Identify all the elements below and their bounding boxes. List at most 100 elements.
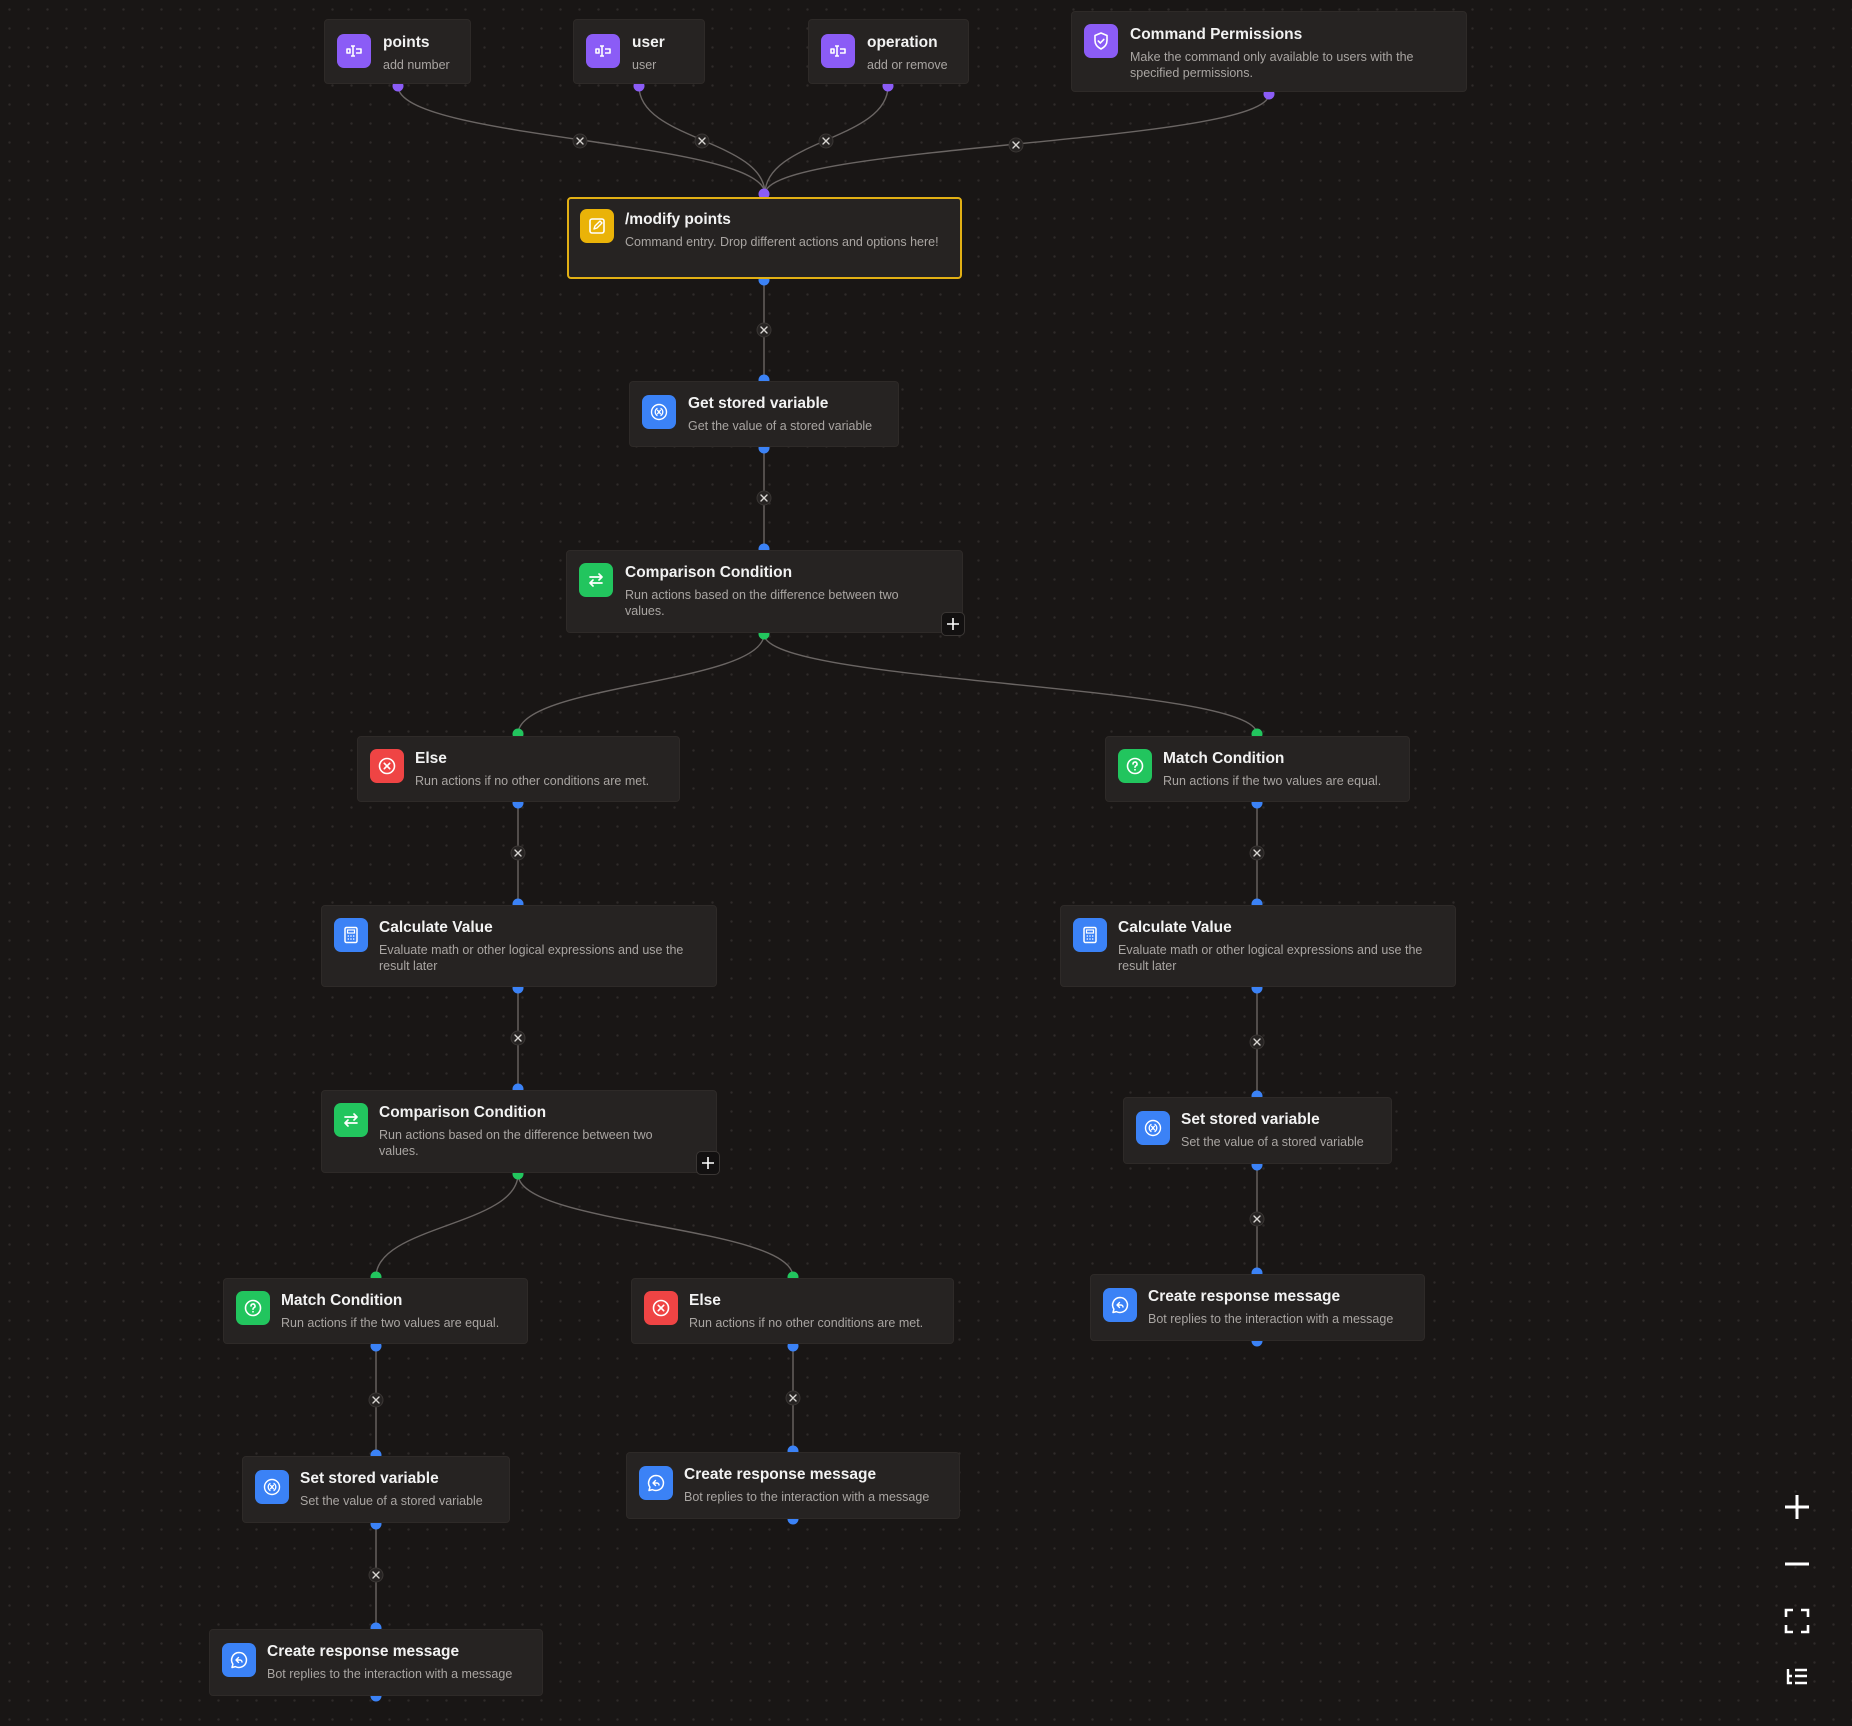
node-title: Set stored variable <box>300 1470 439 1487</box>
edge <box>763 633 1258 735</box>
create-response-message-node[interactable]: Create response message Bot replies to t… <box>209 1629 543 1696</box>
node-title: Command Permissions <box>1130 26 1303 43</box>
message-icon <box>639 1466 673 1500</box>
plus-icon <box>947 618 959 630</box>
node-description: user <box>632 58 657 72</box>
node-description: add number <box>383 58 450 72</box>
add-condition-button[interactable] <box>941 612 965 636</box>
list-tree-icon <box>1786 1668 1807 1685</box>
set-stored-variable-node[interactable]: Set stored variable Set the value of a s… <box>242 1456 510 1523</box>
node-description: Bot replies to the interaction with a me… <box>684 1490 930 1504</box>
close-icon <box>1012 141 1020 149</box>
node-title: user <box>632 34 665 51</box>
x-circle-icon <box>370 749 404 783</box>
node-title: operation <box>867 34 938 51</box>
node-description: Run actions based on the difference betw… <box>625 588 899 618</box>
edge <box>517 1173 794 1278</box>
plus-icon <box>1785 1495 1809 1519</box>
question-icon <box>236 1291 270 1325</box>
close-icon <box>372 1396 380 1404</box>
close-icon <box>760 494 768 502</box>
create-response-message-node[interactable]: Create response message Bot replies to t… <box>1090 1274 1425 1341</box>
fit-view-button[interactable] <box>1779 1603 1815 1639</box>
close-icon <box>789 1394 797 1402</box>
option-node-user[interactable]: user user <box>573 19 705 84</box>
close-icon <box>576 137 584 145</box>
close-icon <box>760 326 768 334</box>
variable-icon <box>255 1470 289 1504</box>
match-condition-node[interactable]: Match Condition Run actions if the two v… <box>1105 736 1410 802</box>
comparison-condition-node[interactable]: Comparison Condition Run actions based o… <box>321 1090 717 1173</box>
node-title: Get stored variable <box>688 395 829 412</box>
node-title: Calculate Value <box>1118 919 1232 936</box>
node-title: Comparison Condition <box>625 564 793 581</box>
node-title: Comparison Condition <box>379 1104 547 1121</box>
close-icon <box>698 137 706 145</box>
node-description: Run actions if the two values are equal. <box>1163 774 1382 788</box>
node-title: Else <box>415 750 447 767</box>
message-icon <box>1103 1288 1137 1322</box>
create-response-message-node[interactable]: Create response message Bot replies to t… <box>626 1452 960 1519</box>
command-entry-node[interactable]: /modify points Command entry. Drop diffe… <box>567 197 962 279</box>
outline-button[interactable] <box>1779 1660 1815 1696</box>
add-condition-button[interactable] <box>696 1151 720 1175</box>
minus-icon <box>1785 1562 1809 1566</box>
option-icon <box>337 34 371 68</box>
node-title: Else <box>689 1292 721 1309</box>
node-title: Create response message <box>267 1643 460 1660</box>
comparison-condition-node[interactable]: Comparison Condition Run actions based o… <box>566 550 963 633</box>
close-icon <box>372 1571 380 1579</box>
node-description: Evaluate math or other logical expressio… <box>1118 943 1423 973</box>
edit-icon <box>580 209 614 243</box>
node-title: Set stored variable <box>1181 1111 1320 1128</box>
node-description: add or remove <box>867 58 948 72</box>
message-icon <box>222 1643 256 1677</box>
option-node-operation[interactable]: operation add or remove <box>808 19 969 84</box>
node-title: points <box>383 34 430 51</box>
option-icon <box>586 34 620 68</box>
edge <box>375 1173 519 1278</box>
match-condition-node[interactable]: Match Condition Run actions if the two v… <box>223 1278 528 1344</box>
node-description: Run actions based on the difference betw… <box>379 1128 653 1158</box>
node-description: Run actions if the two values are equal. <box>281 1316 500 1330</box>
node-description: Evaluate math or other logical expressio… <box>379 943 684 973</box>
node-description: Command entry. Drop different actions an… <box>625 235 939 249</box>
swap-arrows-icon <box>334 1103 368 1137</box>
close-icon <box>1253 1038 1261 1046</box>
else-node[interactable]: Else Run actions if no other conditions … <box>357 736 680 802</box>
fullscreen-icon <box>1784 1608 1810 1634</box>
shield-icon <box>1084 24 1118 58</box>
zoom-in-button[interactable] <box>1779 1489 1815 1525</box>
node-title: Calculate Value <box>379 919 493 936</box>
node-description: Run actions if no other conditions are m… <box>689 1316 924 1330</box>
node-title: Create response message <box>1148 1288 1341 1305</box>
close-icon <box>1253 849 1261 857</box>
set-stored-variable-node[interactable]: Set stored variable Set the value of a s… <box>1123 1097 1392 1164</box>
edge <box>517 633 765 735</box>
close-icon <box>1253 1215 1261 1223</box>
node-description: Bot replies to the interaction with a me… <box>1148 1312 1394 1326</box>
plus-icon <box>702 1157 714 1169</box>
command-permissions-node[interactable]: Command Permissions Make the command onl… <box>1071 11 1467 92</box>
node-title: Match Condition <box>1163 750 1285 767</box>
node-description: Bot replies to the interaction with a me… <box>267 1667 513 1681</box>
close-icon <box>514 1034 522 1042</box>
close-icon <box>514 849 522 857</box>
option-icon <box>821 34 855 68</box>
calculate-value-node[interactable]: Calculate Value Evaluate math or other l… <box>321 905 717 987</box>
get-stored-variable-node[interactable]: Get stored variable Get the value of a s… <box>629 381 899 447</box>
swap-arrows-icon <box>579 563 613 597</box>
variable-icon <box>642 395 676 429</box>
calculator-icon <box>1073 918 1107 952</box>
node-title: /modify points <box>625 211 731 228</box>
variable-icon <box>1136 1111 1170 1145</box>
node-description: Make the command only available to users… <box>1130 50 1414 80</box>
option-node-points[interactable]: points add number <box>324 19 471 84</box>
calculator-icon <box>334 918 368 952</box>
question-icon <box>1118 749 1152 783</box>
else-node[interactable]: Else Run actions if no other conditions … <box>631 1278 954 1344</box>
node-title: Create response message <box>684 1466 877 1483</box>
calculate-value-node[interactable]: Calculate Value Evaluate math or other l… <box>1060 905 1456 987</box>
zoom-out-button[interactable] <box>1779 1546 1815 1582</box>
node-description: Set the value of a stored variable <box>1181 1135 1364 1149</box>
